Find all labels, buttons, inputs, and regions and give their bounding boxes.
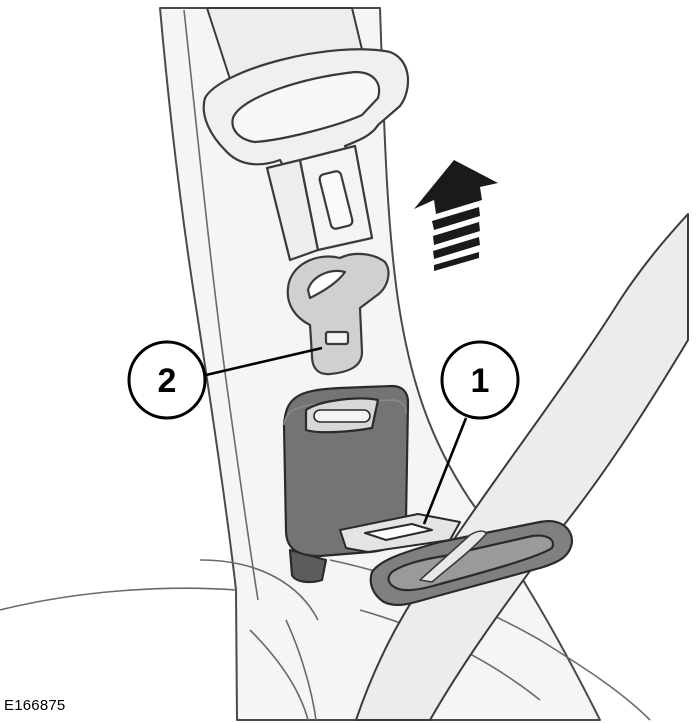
callout-1-label: 1 — [471, 362, 490, 400]
figure-id-label: E166875 — [4, 697, 65, 714]
up-arrow-icon — [414, 160, 498, 271]
callout-2-label: 2 — [158, 362, 177, 400]
callout-1: 1 — [442, 342, 518, 418]
callout-2: 2 — [129, 342, 205, 418]
